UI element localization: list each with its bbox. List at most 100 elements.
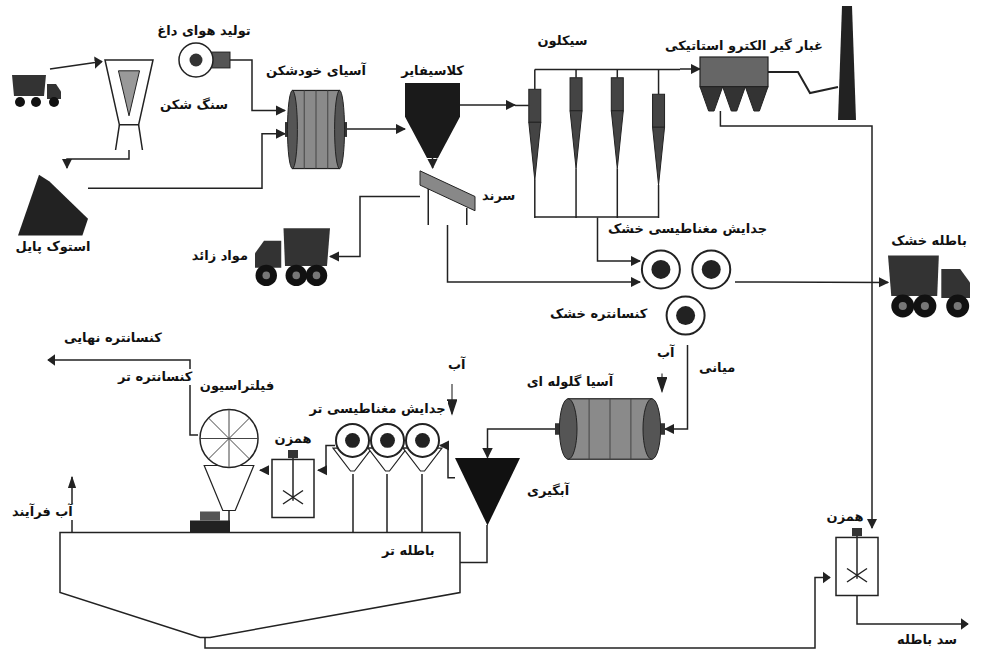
equipment-label: تولید هوای داغ [155,23,252,39]
icon-part [653,127,665,185]
icon-part [570,77,582,110]
underflow-line [205,577,830,647]
wet-magnetic-separator-icon [335,420,440,471]
icon-part [535,216,659,218]
icon-part [304,90,305,168]
stack [838,6,856,120]
equipment-label: فیلتراسیون [198,378,276,394]
icon-part [380,433,395,448]
icon-part [651,260,670,279]
icon-part [630,399,631,459]
icon-part [891,295,914,318]
icon-part [208,417,229,438]
icon-part [570,110,582,168]
icon-part [204,465,254,510]
equipment-label: مواد زائد [190,248,250,264]
icon-part [700,57,768,87]
flow-line [67,150,129,168]
icon-part [336,424,369,457]
flow-line [432,158,434,169]
waste-truck-icon [255,225,330,288]
equipment-label: کلاسیفایر [399,63,466,79]
icon-part [229,438,258,439]
equipment-label: آبگیری [525,483,571,499]
icon-part [455,458,520,526]
product-label: کنسانتره نهایی [62,330,164,346]
flow-line [735,281,888,283]
icon-part [642,250,680,288]
flow-line [720,111,872,528]
flow-line [680,68,700,70]
icon-part [292,90,339,168]
equipment-label: سنگ شکن [158,97,230,113]
cyclone-bank: سیکلون [515,53,680,218]
icon-part [899,302,907,310]
dewatering-cone-icon [455,458,520,526]
icon-part [568,399,652,459]
icon-part [617,168,619,218]
stream-label: کنسانتره تر [116,369,194,385]
classifier: کلاسیفایر [405,83,460,158]
dry-tailings-truck-icon [888,252,970,320]
agitator-tank: همزن [832,528,882,596]
icon-part [941,269,970,298]
dry-tailings-truck: باطله خشک [888,252,970,320]
icon-part [529,122,541,180]
icon-part [179,43,213,77]
icon-part [284,228,331,266]
water-arrow [661,373,663,391]
icon-part [18,175,88,236]
water-label: آب [655,345,677,361]
icon-part [313,272,321,280]
wet-magnetic-separator: جدایش مغناطیسی تر [335,420,440,471]
dry-magnetic-separator-icon [640,240,735,345]
icon-part [534,69,536,89]
icon-part [529,89,541,122]
icon-part [405,83,460,158]
equipment-label: آسیای خودشکن [264,63,368,79]
icon-part [888,255,939,296]
icon-part [208,438,229,459]
equipment-label: همزن [825,509,866,525]
equipment-label: سیکلون [535,33,589,49]
wheel [31,97,41,107]
waste-truck: مواد زائد [255,225,330,288]
icon-part [692,250,730,288]
dry-magnetic-separator: جدایش مغناطیسی خشک [640,240,735,345]
icon-part [345,433,360,448]
concentrate-line [48,360,198,435]
gas-duct [768,72,838,93]
hot-air-blower: تولید هوای داغ [178,42,230,78]
screen: سرند [420,168,475,225]
thickener-drive [190,520,230,532]
icon-part [286,265,307,286]
icon-part [229,438,230,467]
icon-part [610,399,611,459]
equipment-label: باطله خشک [889,233,969,249]
filtrate-line [228,510,230,533]
stream-label: میانی [697,360,737,376]
icon-part [262,272,270,280]
crusher-icon [105,60,153,150]
icon-part [229,438,250,459]
classifier-icon [405,83,460,158]
stockpile-icon [18,168,88,236]
crusher: سنگ شکن [105,60,153,150]
icon-part [200,409,258,467]
ag-mill: آسیای خودشکن [285,83,347,176]
icon-part [292,458,294,501]
icon-part [116,125,143,150]
icon-part [617,69,619,77]
water-arrow [451,384,453,414]
icon-part [745,87,768,111]
icon-part [676,306,695,325]
equipment-label: همزن [273,431,314,447]
equipment-label: غبار گیر الکترو استاتیکی [663,38,825,54]
overflow-line [460,525,487,562]
icon-part [611,110,623,168]
flow-line [260,470,268,472]
icon-part [256,265,277,286]
icon-part [559,399,577,459]
icon-part [200,438,229,439]
icon-part [702,260,721,279]
